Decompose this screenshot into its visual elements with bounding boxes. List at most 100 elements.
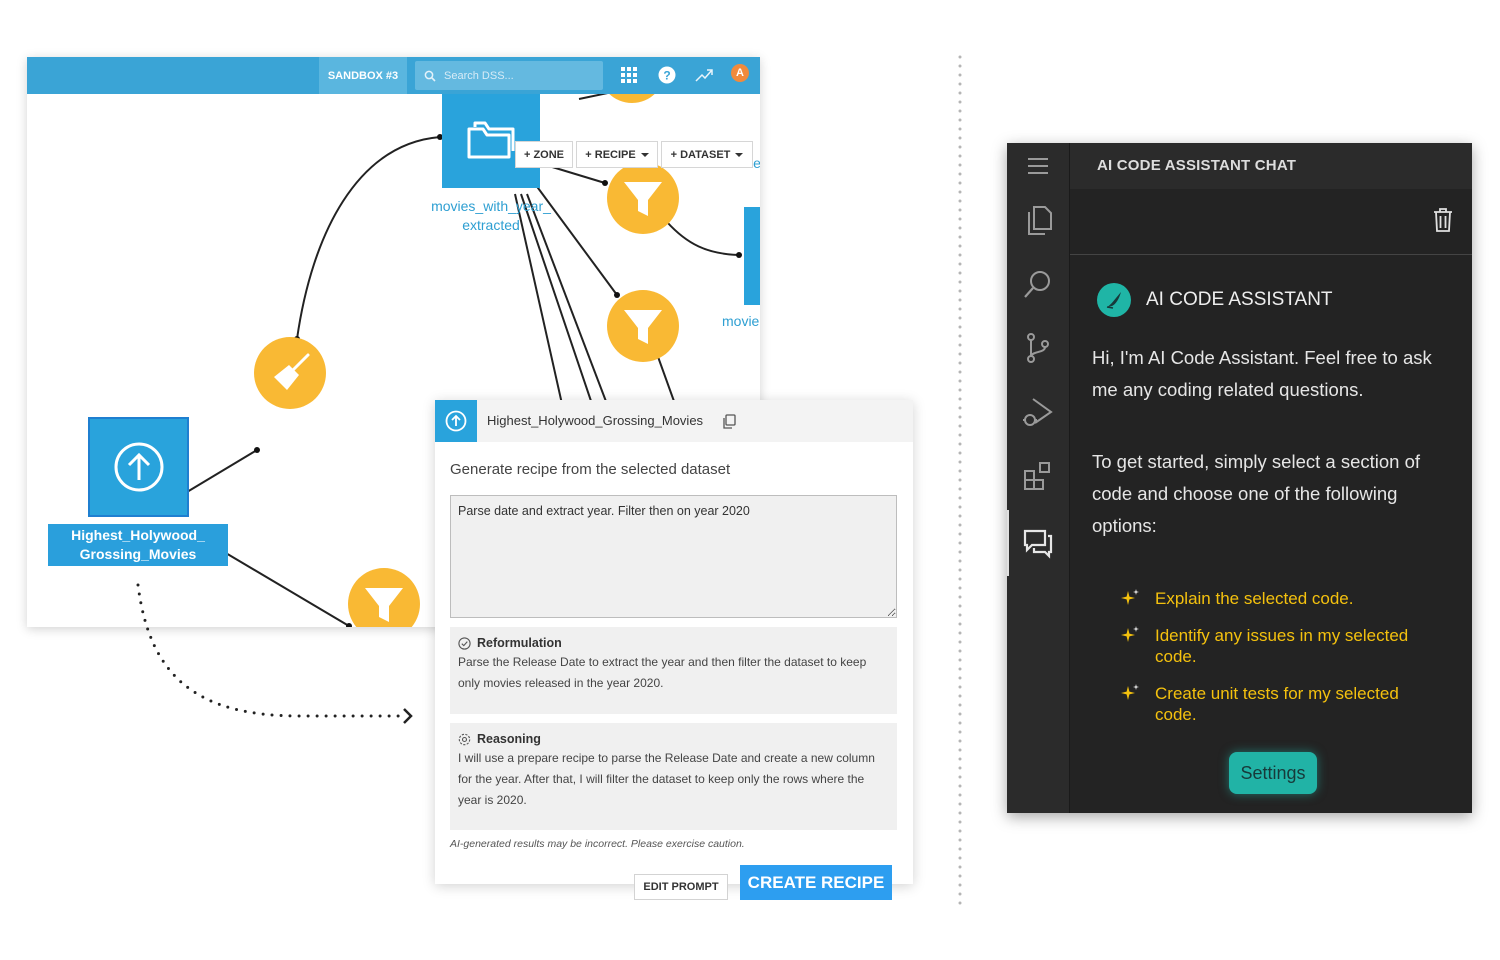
reformulation-text: Parse the Release Date to extract the ye… [458, 655, 867, 690]
ai-disclaimer: AI-generated results may be incorrect. P… [450, 838, 745, 850]
settings-button[interactable]: Settings [1229, 752, 1317, 794]
reasoning-box: Reasoning I will use a prepare recipe to… [450, 723, 897, 830]
funnel-icon [624, 182, 662, 216]
run-debug-icon[interactable] [1021, 395, 1055, 429]
brush-icon [271, 353, 310, 394]
filter-recipe-node-partial[interactable] [599, 94, 665, 103]
add-dataset-button[interactable]: + DATASET [661, 141, 753, 168]
search-input[interactable] [444, 69, 594, 82]
chat-title-bar: AI CODE ASSISTANT CHAT [1070, 143, 1472, 189]
edge-dot [602, 180, 608, 186]
assistant-greeting: Hi, I'm AI Code Assistant. Feel free to … [1092, 347, 1432, 400]
activity-bar [1007, 143, 1070, 813]
edge-extracted-down-1 [514, 193, 563, 405]
extensions-icon[interactable] [1021, 459, 1055, 493]
dataset-highest-holywood-grossing-movies[interactable] [88, 417, 189, 517]
active-indicator [1007, 510, 1009, 576]
edge-dot [346, 623, 352, 627]
upload-icon [114, 442, 163, 492]
edge-dot [254, 447, 260, 453]
dataset-label-extracted: movies_with_year_ extracted [431, 198, 551, 233]
edge-filter-1-to-dataset [666, 221, 740, 256]
help-icon[interactable]: ? [657, 65, 677, 85]
add-zone-label: + ZONE [523, 148, 565, 161]
dataset-label-partial: movie [722, 313, 760, 329]
reasoning-title: Reasoning [458, 732, 889, 746]
trash-icon[interactable] [1432, 207, 1454, 233]
flow-window: SANDBOX #3 ? A [27, 57, 760, 627]
panel-subtitle: Generate recipe from the selected datase… [450, 461, 731, 478]
funnel-icon [365, 588, 403, 622]
sparkle-icon [1121, 626, 1139, 642]
folder-icon [467, 121, 515, 159]
add-dataset-label: + DATASET [670, 148, 731, 161]
user-avatar[interactable]: A [731, 64, 749, 82]
reformulation-title-text: Reformulation [477, 636, 562, 650]
create-recipe-button[interactable]: CREATE RECIPE [740, 865, 892, 900]
edge-dot [437, 134, 443, 140]
source-control-icon[interactable] [1021, 331, 1055, 365]
assistant-instructions: To get started, simply select a section … [1092, 451, 1421, 536]
trend-icon[interactable] [694, 65, 714, 85]
search-icon [424, 70, 436, 82]
ai-chat-panel: AI CODE ASSISTANT CHAT AI CODE ASSISTANT… [1007, 143, 1472, 813]
prepare-recipe-node[interactable] [254, 337, 326, 409]
add-zone-button[interactable]: + ZONE [515, 141, 573, 168]
copy-icon[interactable] [722, 414, 736, 429]
reformulation-title: Reformulation [458, 636, 889, 650]
reasoning-title-text: Reasoning [477, 732, 541, 746]
edge-dot [614, 292, 620, 298]
apps-grid-icon[interactable] [619, 65, 639, 85]
edge-extracted-down-2 [520, 193, 593, 405]
add-recipe-label: + RECIPE [585, 148, 636, 161]
add-recipe-button[interactable]: + RECIPE [576, 141, 658, 168]
project-name[interactable]: SANDBOX #3 [319, 57, 407, 94]
edge-filter-2-down [656, 353, 676, 405]
sparkle-icon [1121, 684, 1139, 700]
option-text: Explain the selected code. [1155, 589, 1354, 608]
filter-recipe-node[interactable] [607, 290, 679, 362]
assistant-name: AI CODE ASSISTANT [1146, 289, 1333, 310]
reasoning-text: I will use a prepare recipe to parse the… [458, 751, 875, 807]
menu-icon[interactable] [1021, 150, 1055, 182]
dataset-label-partial-top: ie [750, 155, 760, 171]
panel-header: Highest_Holywood_Grossing_Movies [435, 400, 913, 442]
option-text: Identify any issues in my selected code. [1155, 626, 1409, 666]
prompt-textarea[interactable]: Parse date and extract year. Filter then… [450, 495, 897, 618]
filter-recipe-node[interactable] [607, 162, 679, 234]
arrow-head-icon [403, 708, 413, 724]
chat-title: AI CODE ASSISTANT CHAT [1097, 157, 1297, 174]
dataset-partial-right[interactable] [744, 207, 760, 305]
svg-text:?: ? [663, 69, 670, 83]
files-icon[interactable] [1021, 203, 1055, 237]
edit-prompt-button[interactable]: EDIT PROMPT [634, 874, 728, 900]
edge-top [578, 94, 608, 100]
flow-canvas[interactable]: movies_with_year_ extracted Highest_Holy… [27, 94, 760, 627]
funnel-icon [624, 310, 662, 344]
top-navigation-bar: SANDBOX #3 ? A [27, 57, 760, 94]
option-text: Create unit tests for my selected code. [1155, 684, 1399, 724]
generate-recipe-panel: Highest_Holywood_Grossing_Movies Generat… [435, 400, 913, 900]
gear-icon [458, 733, 471, 745]
edge-extracted-to-filter-2 [523, 168, 618, 296]
chevron-down-icon [640, 152, 649, 157]
selected-dataset-name: Highest_Holywood_Grossing_Movies [487, 413, 704, 428]
filter-recipe-node[interactable] [348, 568, 420, 627]
reformulation-box: Reformulation Parse the Release Date to … [450, 627, 897, 714]
dataset-label-selected: Highest_Holywood_ Grossing_Movies [48, 524, 228, 566]
chevron-down-icon [735, 152, 744, 157]
search-box[interactable] [415, 61, 603, 90]
assistant-avatar [1097, 283, 1131, 317]
sparkle-icon [1121, 589, 1139, 605]
dataset-upload-icon [435, 400, 477, 442]
search-icon[interactable] [1021, 267, 1055, 301]
chat-toolbar [1070, 189, 1472, 255]
edge-extracted-down-3 [526, 193, 608, 405]
chat-icon[interactable] [1021, 525, 1055, 559]
dotted-arrow [136, 583, 406, 718]
bird-logo-icon [1106, 292, 1121, 309]
edge-source-to-prepare [186, 449, 258, 493]
edge-prepare-to-extracted [296, 136, 441, 340]
check-circle-icon [458, 636, 471, 650]
